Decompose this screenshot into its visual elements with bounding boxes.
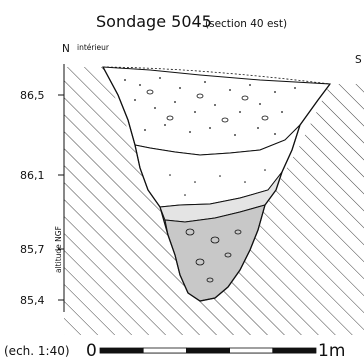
y-tick-label-4: 85,4 <box>20 294 45 307</box>
scale-segments <box>99 347 317 354</box>
north-note: intérieur <box>77 43 110 52</box>
pit-boundary <box>102 66 331 302</box>
y-axis-label: altitude NGF <box>54 226 63 273</box>
y-tick-label-1: 86,5 <box>20 89 45 102</box>
scale-segment <box>185 347 230 354</box>
scale-bar: (ech. 1:40) 0 1m <box>4 341 345 361</box>
title-sub: (section 40 est) <box>205 18 287 30</box>
south-label: S <box>355 54 362 66</box>
north-label: N <box>62 43 70 55</box>
scale-segment <box>229 347 274 354</box>
surface-line <box>102 66 331 85</box>
pebbles <box>146 89 269 283</box>
y-tick-label-2: 86,1 <box>20 169 45 182</box>
scale-end: 1m <box>318 341 345 361</box>
scale-segment <box>142 347 187 354</box>
scale-prefix: (ech. 1:40) <box>4 344 70 358</box>
y-tick-label-3: 85,7 <box>20 243 45 256</box>
fill-texture <box>124 77 296 196</box>
scale-start: 0 <box>86 341 97 361</box>
title-main: Sondage 5045 <box>96 12 212 31</box>
y-axis: 86,5 86,1 85,7 85,4 altitude NGF <box>20 64 65 312</box>
scale-segment <box>272 347 317 354</box>
scale-segment <box>99 347 144 354</box>
